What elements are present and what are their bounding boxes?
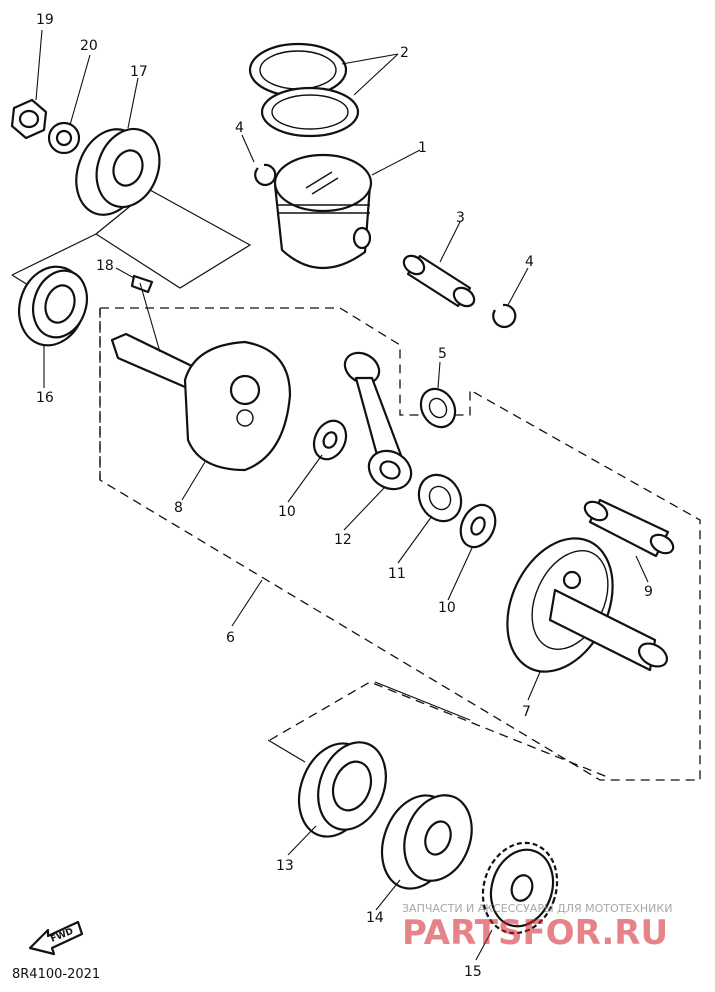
upper-seal-frame [94, 189, 252, 289]
connecting-rod-part [343, 351, 413, 491]
washer-nut-part [47, 121, 81, 155]
forward-arrow-icon: FWD [28, 920, 84, 956]
callout-nut: 19 [36, 12, 54, 28]
callout-clip-right: 4 [525, 254, 534, 270]
crank-pin-part [583, 498, 675, 558]
bearing-right-part [297, 741, 387, 838]
small-end-bearing-part [419, 387, 457, 429]
circlip-upper-part [254, 163, 277, 187]
washer-right-part [459, 503, 497, 549]
crankshaft-assembly-boundary [99, 307, 701, 781]
callout-piston-rings: 2 [400, 45, 409, 61]
oil-seal-left-part [75, 127, 161, 216]
bearing-left-part [18, 265, 88, 347]
nut-part [10, 98, 48, 140]
crank-right-part [506, 537, 669, 673]
callout-piston-pin: 3 [456, 210, 465, 226]
piston-pin-part [402, 254, 476, 308]
diagram-code: 8R4100-2021 [12, 967, 100, 982]
callout-connecting-rod: 12 [334, 532, 352, 548]
callout-big-end-bearing: 11 [388, 566, 406, 582]
callout-bearing-right: 13 [276, 858, 294, 874]
woodruff-key-part [130, 274, 154, 294]
callout-bearing-left: 16 [36, 390, 54, 406]
callout-oil-seal-right: 14 [366, 910, 384, 926]
callout-washer-left: 10 [278, 504, 296, 520]
watermark-subtitle: ЗАПЧАСТИ И АКСЕССУАРЫ ДЛЯ МОТОТЕХНИКИ [402, 902, 672, 915]
crank-left-part [110, 332, 292, 472]
lower-bearing-boundary [269, 681, 611, 779]
washer-left-part [312, 419, 348, 461]
piston-rings-part [248, 42, 360, 138]
callout-crank-left: 8 [174, 500, 183, 516]
callout-washer-right: 10 [438, 600, 456, 616]
right-bearing-frame [267, 681, 471, 763]
watermark-logo: PARTSFOR.RU [402, 913, 668, 953]
left-bearing-frame [11, 233, 97, 286]
callout-crank-pin: 9 [644, 584, 653, 600]
leader-lines [35, 29, 649, 961]
circlip-right-part [492, 303, 517, 328]
callout-crank-right: 7 [522, 704, 531, 720]
callout-crankshaft-assy: 6 [226, 630, 235, 646]
callout-oil-seal-left: 17 [130, 64, 148, 80]
callout-clip-upper: 4 [235, 120, 244, 136]
primary-gear-part [481, 841, 559, 935]
oil-seal-right-part [380, 794, 473, 890]
big-end-bearing-part [417, 473, 463, 523]
callout-piston: 1 [418, 140, 427, 156]
callout-small-end-bearing: 5 [438, 346, 447, 362]
callout-washer-nut: 20 [80, 38, 98, 54]
callout-primary-gear: 15 [464, 964, 482, 980]
piston-part [273, 153, 373, 270]
callout-woodruff-key: 18 [96, 258, 114, 274]
